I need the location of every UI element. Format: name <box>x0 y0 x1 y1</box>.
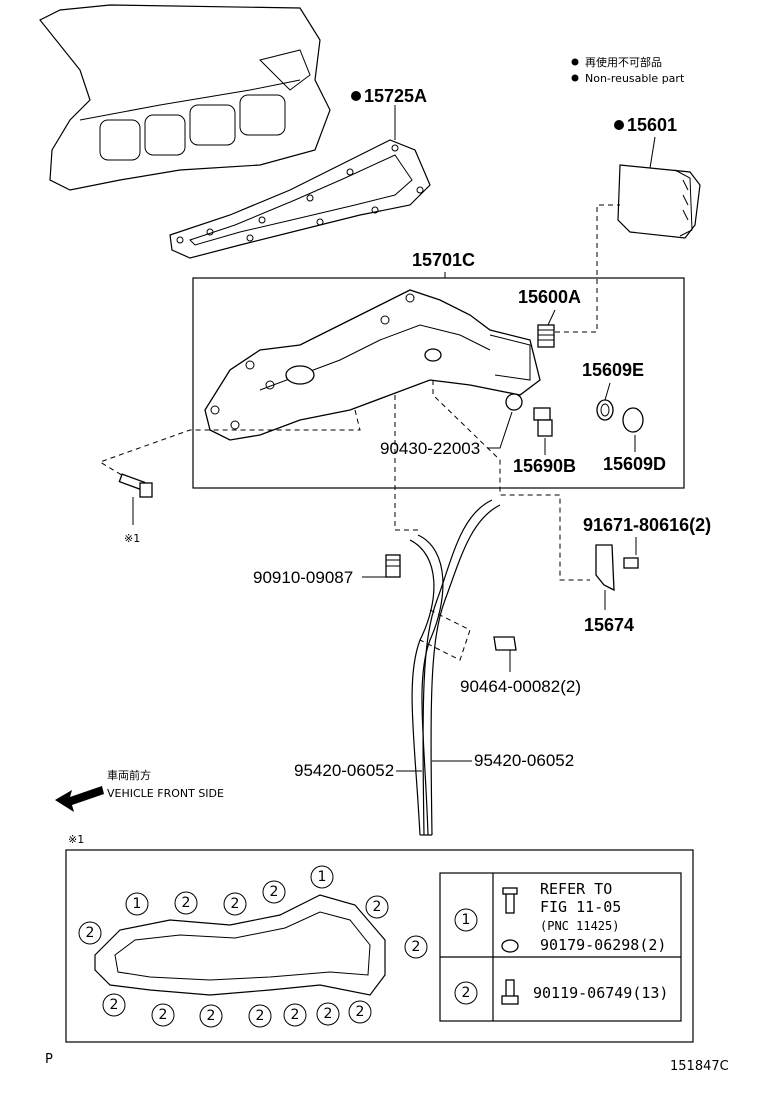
bolt-91671-drawing <box>623 557 639 569</box>
svg-text:2: 2 <box>373 899 382 915</box>
label-15601: 15601 <box>627 115 677 135</box>
legend-jp: 再使用不可部品 <box>585 55 662 69</box>
union-15600A-drawing <box>537 324 555 348</box>
svg-text:2: 2 <box>256 1008 265 1024</box>
front-label-en: VEHICLE FRONT SIDE <box>107 787 224 800</box>
svg-text:2: 2 <box>159 1007 168 1023</box>
front-arrow-icon <box>55 786 104 812</box>
nonreusable-mark-icon <box>614 120 624 130</box>
oil-pipes-drawing <box>409 499 501 836</box>
label-95420-right: 95420-06052 <box>474 751 574 770</box>
gasket-15609E-drawing <box>596 399 614 421</box>
assembly-box <box>192 277 685 489</box>
label-91671: 91671-80616(2) <box>583 515 711 535</box>
svg-text:1: 1 <box>318 869 327 885</box>
legend: 再使用不可部品 Non-reusable part <box>571 55 685 85</box>
union-90910-drawing <box>385 554 401 578</box>
clamp-90464-drawing <box>493 636 517 651</box>
legend-bullet-icon <box>571 74 579 82</box>
nonreusable-mark-icon <box>351 91 361 101</box>
footer-code: 151847C <box>670 1059 729 1074</box>
label-15725A: 15725A <box>364 86 427 106</box>
svg-text:1: 1 <box>133 896 142 912</box>
oil-filter-drawing <box>617 164 701 239</box>
svg-text:2: 2 <box>270 884 279 900</box>
bolt-note1-drawing <box>118 473 153 498</box>
svg-text:2: 2 <box>110 997 119 1013</box>
label-15701C: 15701C <box>412 250 475 270</box>
label-15609D: 15609D <box>603 454 666 474</box>
plug-15690B-drawing <box>533 407 553 437</box>
svg-text:2: 2 <box>291 1007 300 1023</box>
guide-bracket <box>432 380 590 581</box>
detail-table: 1 2 REFER TO FIG 11-05 (PNC 11425) 90179… <box>439 872 682 1022</box>
guide-union <box>394 395 420 531</box>
label-15600A: 15600A <box>518 287 581 307</box>
note-mark-detail: ※1 <box>68 833 84 846</box>
svg-text:2: 2 <box>231 896 240 912</box>
key-1-text: 1 <box>462 912 471 928</box>
legend-bullet-icon <box>571 58 579 66</box>
svg-text:2: 2 <box>86 925 95 941</box>
svg-text:2: 2 <box>356 1004 365 1020</box>
detail-gasket-drawing <box>94 894 386 996</box>
refer-line2: FIG 11-05 <box>540 898 621 916</box>
label-95420-left: 95420-06052 <box>294 761 394 780</box>
svg-text:2: 2 <box>412 939 421 955</box>
guide-filter <box>555 204 620 333</box>
part-90179: 90179-06298(2) <box>540 936 666 954</box>
bolt-icon <box>505 892 515 914</box>
label-15674: 15674 <box>584 615 634 635</box>
guide-bolt <box>98 409 361 481</box>
refer-line3: (PNC 11425) <box>540 919 619 933</box>
key-2-text: 2 <box>462 985 471 1001</box>
gasket-90430-drawing <box>505 393 523 411</box>
svg-text:2: 2 <box>207 1008 216 1024</box>
label-90430: 90430-22003 <box>380 439 480 458</box>
gasket-15725A-drawing <box>169 139 431 259</box>
footer-left: P <box>45 1052 53 1067</box>
label-90910: 90910-09087 <box>253 568 353 587</box>
bracket-15674-drawing <box>595 544 615 592</box>
guide-clamp <box>419 609 471 661</box>
key-1-marker <box>454 908 478 932</box>
svg-text:2: 2 <box>182 895 191 911</box>
plug-15609D-drawing <box>622 407 644 433</box>
note-mark-bolt: ※1 <box>124 532 140 545</box>
svg-text:2: 2 <box>324 1006 333 1022</box>
detail-key-markers: 1 2 2 2 1 2 2 2 2 2 2 2 2 2 2 <box>78 865 428 1028</box>
engine-block-drawing <box>39 4 331 191</box>
label-15690B: 15690B <box>513 456 576 476</box>
detail-box <box>65 849 694 1043</box>
key-2-marker <box>454 981 478 1005</box>
nut-icon <box>501 939 519 953</box>
label-90464: 90464-00082(2) <box>460 677 581 696</box>
label-15609E: 15609E <box>582 360 644 380</box>
part-90119: 90119-06749(13) <box>533 984 668 1002</box>
leader-15601 <box>649 136 656 169</box>
front-label-jp: 車両前方 <box>107 768 151 782</box>
refer-line1: REFER TO <box>540 880 612 898</box>
legend-en: Non-reusable part <box>585 72 685 85</box>
oil-cooler-drawing <box>204 289 541 441</box>
